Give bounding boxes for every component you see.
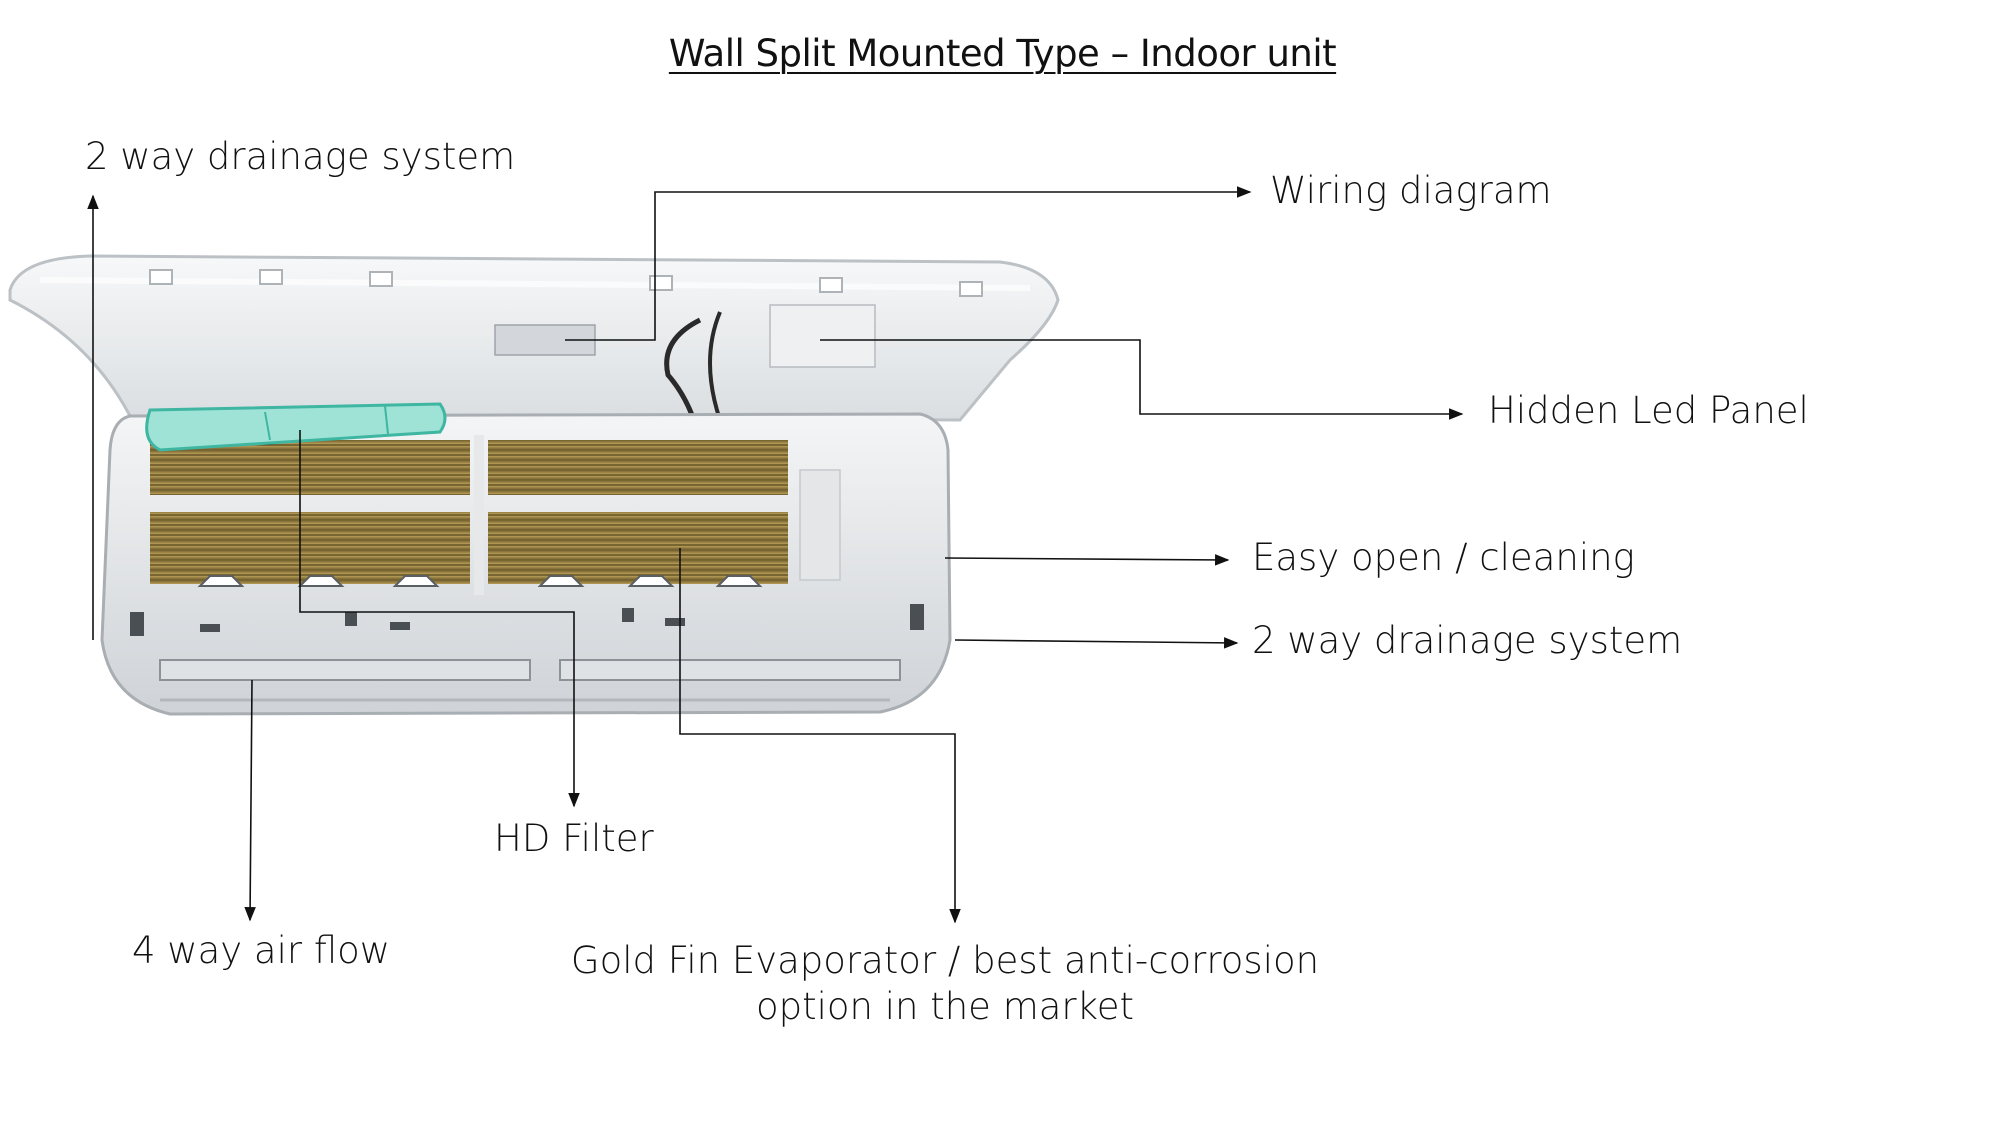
callout-gold-fin <box>679 548 961 924</box>
label-drainage-top: 2 way drainage system <box>85 135 516 178</box>
callout-airflow <box>244 679 256 922</box>
callout-wiring <box>565 186 1252 341</box>
gold-fin-coil <box>150 512 470 584</box>
gold-fin-coil <box>488 512 788 584</box>
hd-filter-panel <box>145 402 447 452</box>
label-hidden-led-panel: Hidden Led Panel <box>1488 389 1809 432</box>
label-hd-filter: HD Filter <box>494 817 654 860</box>
callout-lines <box>87 186 1464 924</box>
front-lid <box>8 254 1060 441</box>
label-gold-fin-line1: Gold Fin Evaporator / best anti-corrosio… <box>570 939 1320 982</box>
callout-easy-open <box>944 554 1230 566</box>
page-title: Wall Split Mounted Type – Indoor unit <box>668 32 1337 75</box>
callout-led <box>820 339 1464 420</box>
label-easy-open: Easy open / cleaning <box>1252 536 1635 579</box>
label-air-flow: 4 way air flow <box>132 929 391 972</box>
label-drainage-right: 2 way drainage system <box>1252 619 1683 662</box>
gold-fin-coil <box>150 440 470 495</box>
callout-drain-right <box>954 637 1239 649</box>
indoor-unit-body <box>100 402 952 716</box>
label-gold-fin: Gold Fin Evaporator / best anti-corrosio… <box>570 938 1320 1030</box>
label-wiring-diagram: Wiring diagram <box>1270 169 1552 212</box>
callout-hd-filter <box>299 430 580 808</box>
gold-fin-coil <box>488 440 788 495</box>
label-gold-fin-line2: option in the market <box>755 985 1135 1028</box>
